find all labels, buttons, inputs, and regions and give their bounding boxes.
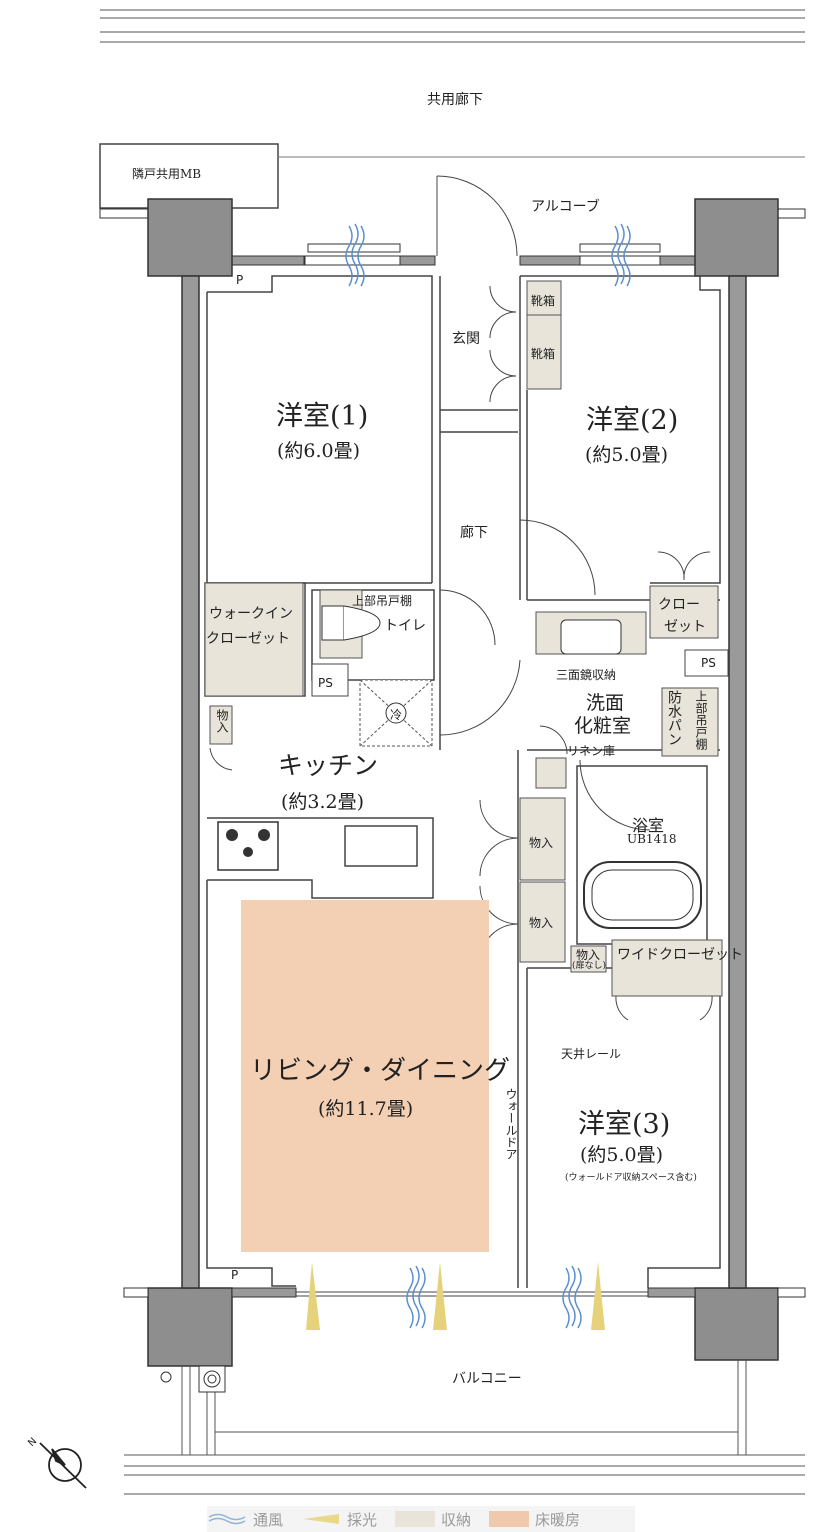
- alcove-label: アルコーブ: [531, 199, 600, 215]
- closet-label-2: ゼット: [664, 619, 706, 635]
- walkin-closet-label-2: クローゼット: [206, 631, 290, 647]
- room3-name: 洋室(3): [578, 1109, 671, 1140]
- kitchen-storage-label: 物入: [215, 709, 229, 733]
- storage-nodoor-label-1: 物入: [576, 948, 601, 962]
- legend-item-daylight: 採光: [301, 1509, 377, 1530]
- exterior-side-walls: [181, 275, 747, 1289]
- common-corridor-label: 共用廊下: [427, 92, 483, 108]
- legend-label-ventilation: 通風: [253, 1510, 284, 1529]
- closet-label-1: クロー: [658, 597, 700, 613]
- daylight-beam-icon: [306, 1262, 605, 1330]
- compass-icon: [39, 1442, 87, 1489]
- waterproof-pan-label: 防水パン: [666, 690, 682, 746]
- mirror-storage-label: 三面鏡収納: [556, 668, 617, 682]
- storage-areas: [204, 280, 723, 997]
- balcony-drain-icon: [160, 1371, 172, 1383]
- door-swings: [209, 175, 713, 1021]
- legend-label-floor-heating: 床暖房: [535, 1510, 581, 1529]
- washroom-label-1: 洗面: [586, 692, 625, 714]
- washroom-label-2: 化粧室: [574, 715, 632, 737]
- room3-area: (約5.0畳): [580, 1144, 664, 1166]
- storage-label-2: 物入: [529, 916, 554, 930]
- toilet-label: トイレ: [384, 618, 426, 634]
- structural-columns: [147, 198, 779, 1367]
- storage-nodoor-label-2: (扉なし): [572, 961, 607, 971]
- shoe-box-label-2: 靴箱: [531, 347, 556, 361]
- daylight-beam-icon: [303, 1514, 340, 1524]
- fridge-label: 冷: [390, 708, 403, 722]
- room3-note: (ウォールドア収納スペース含む): [565, 1173, 697, 1183]
- legend-label-daylight: 採光: [347, 1510, 378, 1529]
- kitchen-name: キッチン: [278, 751, 379, 780]
- upper-cabinet-vertical-label: 上部吊戸棚: [694, 690, 708, 750]
- exterior-wall-top-left: [99, 208, 806, 266]
- stove: [217, 821, 279, 871]
- linen-label: リネン庫: [567, 744, 616, 758]
- legend-item-ventilation: 通風: [207, 1509, 283, 1530]
- shoe-box-label-1: 靴箱: [531, 294, 556, 308]
- hallway-label: 廊下: [460, 525, 488, 541]
- exterior-wall-bottom: [123, 1287, 806, 1298]
- burner-icons: [226, 829, 270, 857]
- wall-door-label: ウォールドア: [504, 1088, 518, 1160]
- storage-label-1: 物入: [529, 836, 554, 850]
- upper-cabinet-label: 上部吊戸棚: [352, 594, 413, 608]
- bathtub: [583, 861, 702, 929]
- wash-basin: [560, 619, 622, 655]
- balcony-label: バルコニー: [452, 1371, 522, 1387]
- toilet-fixture: [321, 605, 345, 641]
- ventilation-waves-icon: [345, 223, 631, 1329]
- living-area: (約11.7畳): [318, 1098, 414, 1120]
- living-name: リビング・ダイニング: [250, 1056, 511, 1086]
- p-label-bottom: P: [231, 1268, 239, 1282]
- wide-closet-label: ワイドクローゼット: [617, 947, 743, 963]
- storage-swatch: [395, 1511, 436, 1527]
- bathroom-unit-label: UB1418: [627, 832, 677, 846]
- legend-label-storage: 収納: [441, 1510, 472, 1529]
- entrance-label: 玄関: [452, 331, 480, 347]
- legend-item-storage: 収納: [395, 1509, 471, 1530]
- kitchen-area: (約3.2畳): [281, 791, 365, 813]
- legend: 通風 採光 収納 床暖房: [207, 1507, 635, 1531]
- room1-area: (約6.0畳): [277, 440, 361, 462]
- p-label-top: P: [236, 273, 244, 287]
- ventilation-waves-icon: [208, 1513, 246, 1525]
- common-corridor-lines: [100, 9, 805, 43]
- room1-name: 洋室(1): [276, 401, 369, 432]
- neighbor-mb-box: [99, 143, 279, 209]
- neighbor-mb-label: 隣戸共用MB: [132, 167, 202, 181]
- walkin-closet-label-1: ウォークイン: [209, 606, 293, 622]
- ps-label-2: PS: [701, 656, 716, 670]
- room2-name: 洋室(2): [586, 405, 679, 436]
- balcony-lines: [124, 1360, 805, 1495]
- room2-area: (約5.0畳): [585, 444, 669, 466]
- floor-heating-swatch: [489, 1511, 530, 1527]
- legend-item-floor-heating: 床暖房: [489, 1509, 580, 1530]
- ceiling-rail-label: 天井レール: [561, 1047, 622, 1061]
- ps-label-1: PS: [318, 676, 333, 690]
- floor-heating-area: [241, 900, 489, 1252]
- bathroom-label: 浴室: [632, 816, 665, 835]
